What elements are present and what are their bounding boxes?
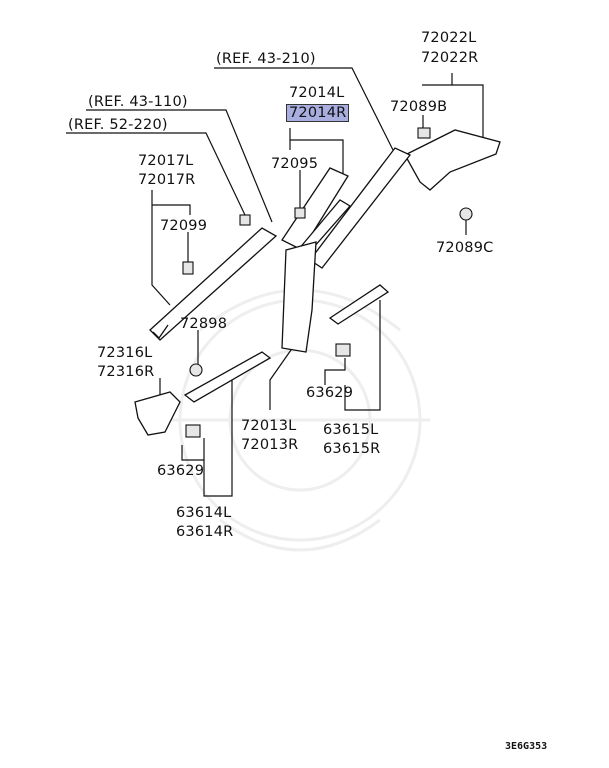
ref-43-110-label: (REF. 43-110) bbox=[88, 94, 188, 110]
part-63615L-label: 63615L bbox=[323, 422, 379, 438]
part-72017R-label: 72017R bbox=[138, 172, 196, 188]
part-72014L-label: 72014L bbox=[289, 85, 345, 101]
front-scuff-plate bbox=[183, 351, 272, 403]
clip-72099 bbox=[182, 261, 194, 275]
diagram-code: 3E6G353 bbox=[505, 741, 548, 752]
part-72013L-label: 72013L bbox=[241, 418, 297, 434]
part-63614L-label: 63614L bbox=[176, 505, 232, 521]
part-72898-label: 72898 bbox=[180, 316, 228, 332]
part-72095-label: 72095 bbox=[271, 156, 319, 172]
part-72316R-label: 72316R bbox=[97, 364, 155, 380]
clip-63629-right bbox=[335, 343, 351, 357]
part-72089B-label: 72089B bbox=[390, 99, 448, 115]
cowl-side-trim bbox=[134, 391, 181, 436]
part-72316L-label: 72316L bbox=[97, 345, 153, 361]
part-72013R-label: 72013R bbox=[241, 437, 299, 453]
center-pillar-lower-trim bbox=[281, 241, 317, 353]
rear-scuff-plate bbox=[328, 284, 390, 325]
clip-72089C bbox=[459, 207, 473, 221]
part-63614R-label: 63614R bbox=[176, 524, 234, 540]
clip-63629-left bbox=[185, 424, 201, 438]
ref-52-220-label: (REF. 52-220) bbox=[68, 117, 168, 133]
part-72022L-label: 72022L bbox=[421, 30, 477, 46]
rear-pillar-trim bbox=[404, 129, 501, 191]
part-72014R-label-highlighted: 72014R bbox=[286, 104, 350, 122]
parts bbox=[134, 127, 501, 438]
clip-72099-upper bbox=[239, 214, 251, 226]
part-72089C-label: 72089C bbox=[436, 240, 494, 256]
center-pillar-upper-trim bbox=[281, 167, 349, 251]
leader-lines bbox=[66, 67, 484, 497]
front-pillar-trim bbox=[149, 227, 278, 341]
clip-72898 bbox=[189, 363, 203, 377]
part-63629-right-label: 63629 bbox=[306, 385, 354, 401]
part-72099-label: 72099 bbox=[160, 218, 208, 234]
ref-43-210-label: (REF. 43-210) bbox=[216, 51, 316, 67]
clip-72089B bbox=[417, 127, 431, 139]
part-63615R-label: 63615R bbox=[323, 441, 381, 457]
clip-72095 bbox=[294, 207, 306, 219]
part-72022R-label: 72022R bbox=[421, 50, 479, 66]
part-72017L-label: 72017L bbox=[138, 153, 194, 169]
part-63629-left-label: 63629 bbox=[157, 463, 205, 479]
